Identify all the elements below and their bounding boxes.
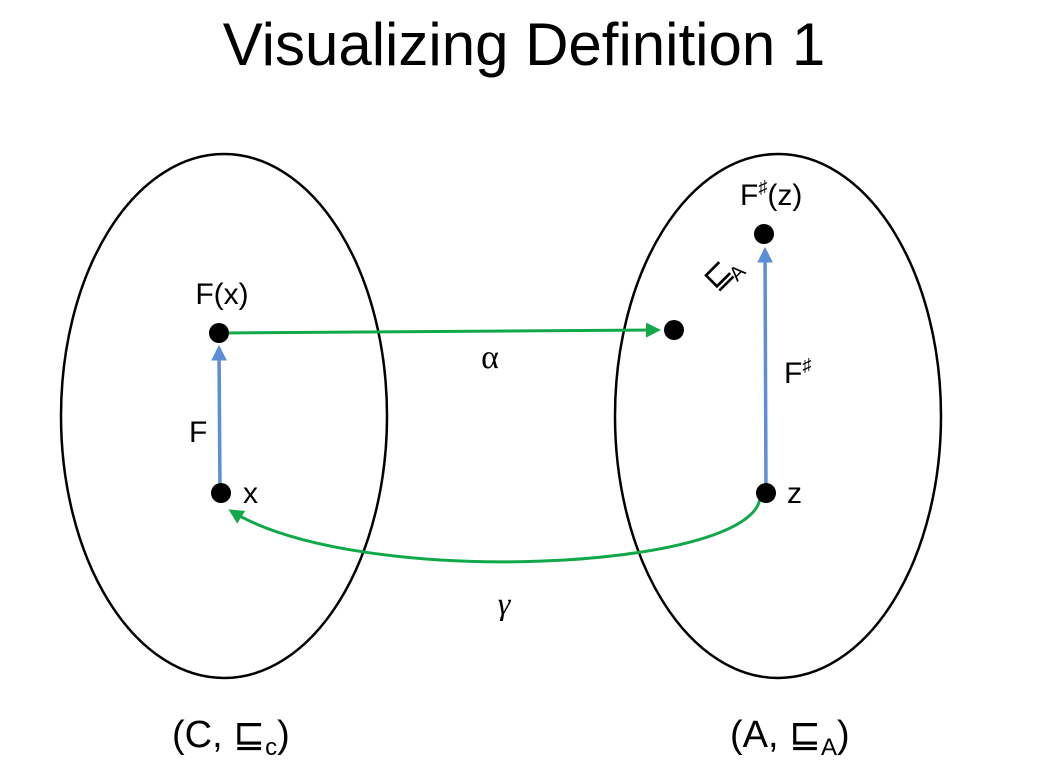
abstract-domain-label: (A, ⊑A) xyxy=(730,714,850,761)
abstract-function-arrow xyxy=(757,246,773,493)
abstract-point xyxy=(756,483,776,503)
abstracted-point xyxy=(664,320,684,340)
abstract-result-prefix: F xyxy=(740,179,758,212)
concrete-domain-symbol: ⊑ xyxy=(233,714,265,756)
gamma-label: γ xyxy=(498,585,512,621)
concrete-function-label: F xyxy=(189,416,207,449)
slide-title: Visualizing Definition 1 xyxy=(222,11,826,78)
abstract-function-sharp: ♯ xyxy=(802,355,811,375)
abstract-result-label: F♯(z) xyxy=(740,177,802,212)
abstract-domain-subscript: A xyxy=(821,734,837,761)
abstract-function-label: F♯ xyxy=(784,355,811,390)
abstract-function-name: F xyxy=(784,357,802,390)
concrete-domain-ellipse xyxy=(59,152,389,680)
abstract-result-arg: (z) xyxy=(767,179,802,212)
abstract-domain-suffix: ) xyxy=(837,714,850,756)
concrete-point-label: x xyxy=(243,477,258,510)
concrete-function-arrow xyxy=(211,344,227,493)
concrete-domain-prefix: (C, xyxy=(172,714,233,756)
concrete-domain-label: (C, ⊑c) xyxy=(172,714,290,761)
abstract-domain-symbol: ⊑ xyxy=(789,714,821,756)
concrete-result-point xyxy=(209,323,229,343)
concrete-point xyxy=(211,483,231,503)
order-relation-label: ⊑ A xyxy=(695,253,750,297)
concrete-domain-subscript: c xyxy=(265,734,277,761)
abstract-result-sharp: ♯ xyxy=(758,177,767,197)
alpha-label: α xyxy=(481,339,499,376)
concrete-domain-suffix: ) xyxy=(277,714,290,756)
abstract-point-label: z xyxy=(787,477,802,510)
gamma-arrow xyxy=(228,497,762,564)
abstract-result-point xyxy=(754,224,774,244)
abstract-domain-ellipse xyxy=(613,152,943,680)
concrete-result-label: F(x) xyxy=(195,278,248,311)
alpha-arrow xyxy=(223,322,661,338)
abstract-domain-prefix: (A, xyxy=(730,714,789,756)
